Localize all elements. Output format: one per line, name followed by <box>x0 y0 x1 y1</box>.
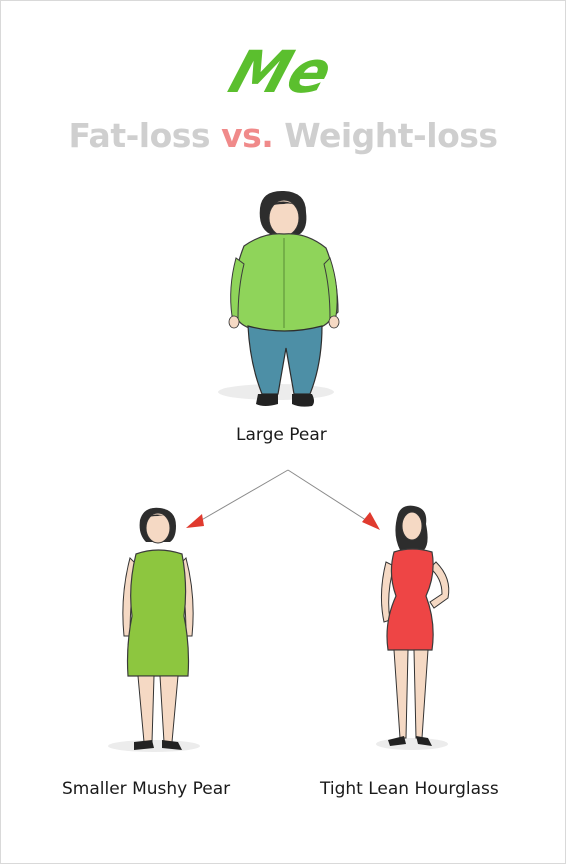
large-pear-figure <box>218 190 340 407</box>
page-title: Fat-loss vs. Weight-loss <box>0 116 566 155</box>
logo-text: Me <box>221 39 340 102</box>
tight-lean-hourglass-label: Tight Lean Hourglass <box>320 779 499 799</box>
title-vs: vs. <box>221 116 274 155</box>
arrow-head-left <box>186 514 204 528</box>
large-pear-label: Large Pear <box>236 425 327 445</box>
smaller-mushy-pear-label: Smaller Mushy Pear <box>62 779 231 799</box>
tight-lean-hourglass-figure <box>376 505 450 750</box>
arrow-head-right <box>362 512 380 530</box>
me-logo: Me <box>221 39 340 102</box>
title-weight-loss: Weight-loss <box>273 116 498 155</box>
smaller-mushy-pear-figure <box>108 507 200 752</box>
arrow-line-left <box>197 469 289 523</box>
title-fat-loss: Fat-loss <box>68 116 222 155</box>
arrow-line-right <box>287 469 373 525</box>
